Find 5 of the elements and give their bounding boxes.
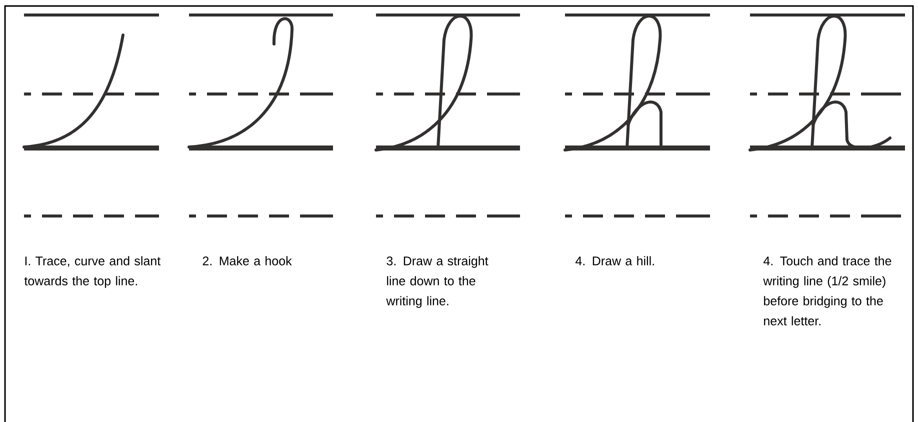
step-text: 4. Touch and trace the writing line (1/2 smile) before bridging to the next letter. bbox=[763, 256, 892, 326]
step-text: 4. Draw a hill. bbox=[575, 256, 654, 266]
step-text: 3. Draw a straight line down to the writing line. bbox=[386, 256, 488, 308]
step-text: 2. Make a hook bbox=[202, 256, 292, 266]
step-text: I. Trace, curve and slant towards the top line. bbox=[24, 256, 160, 288]
